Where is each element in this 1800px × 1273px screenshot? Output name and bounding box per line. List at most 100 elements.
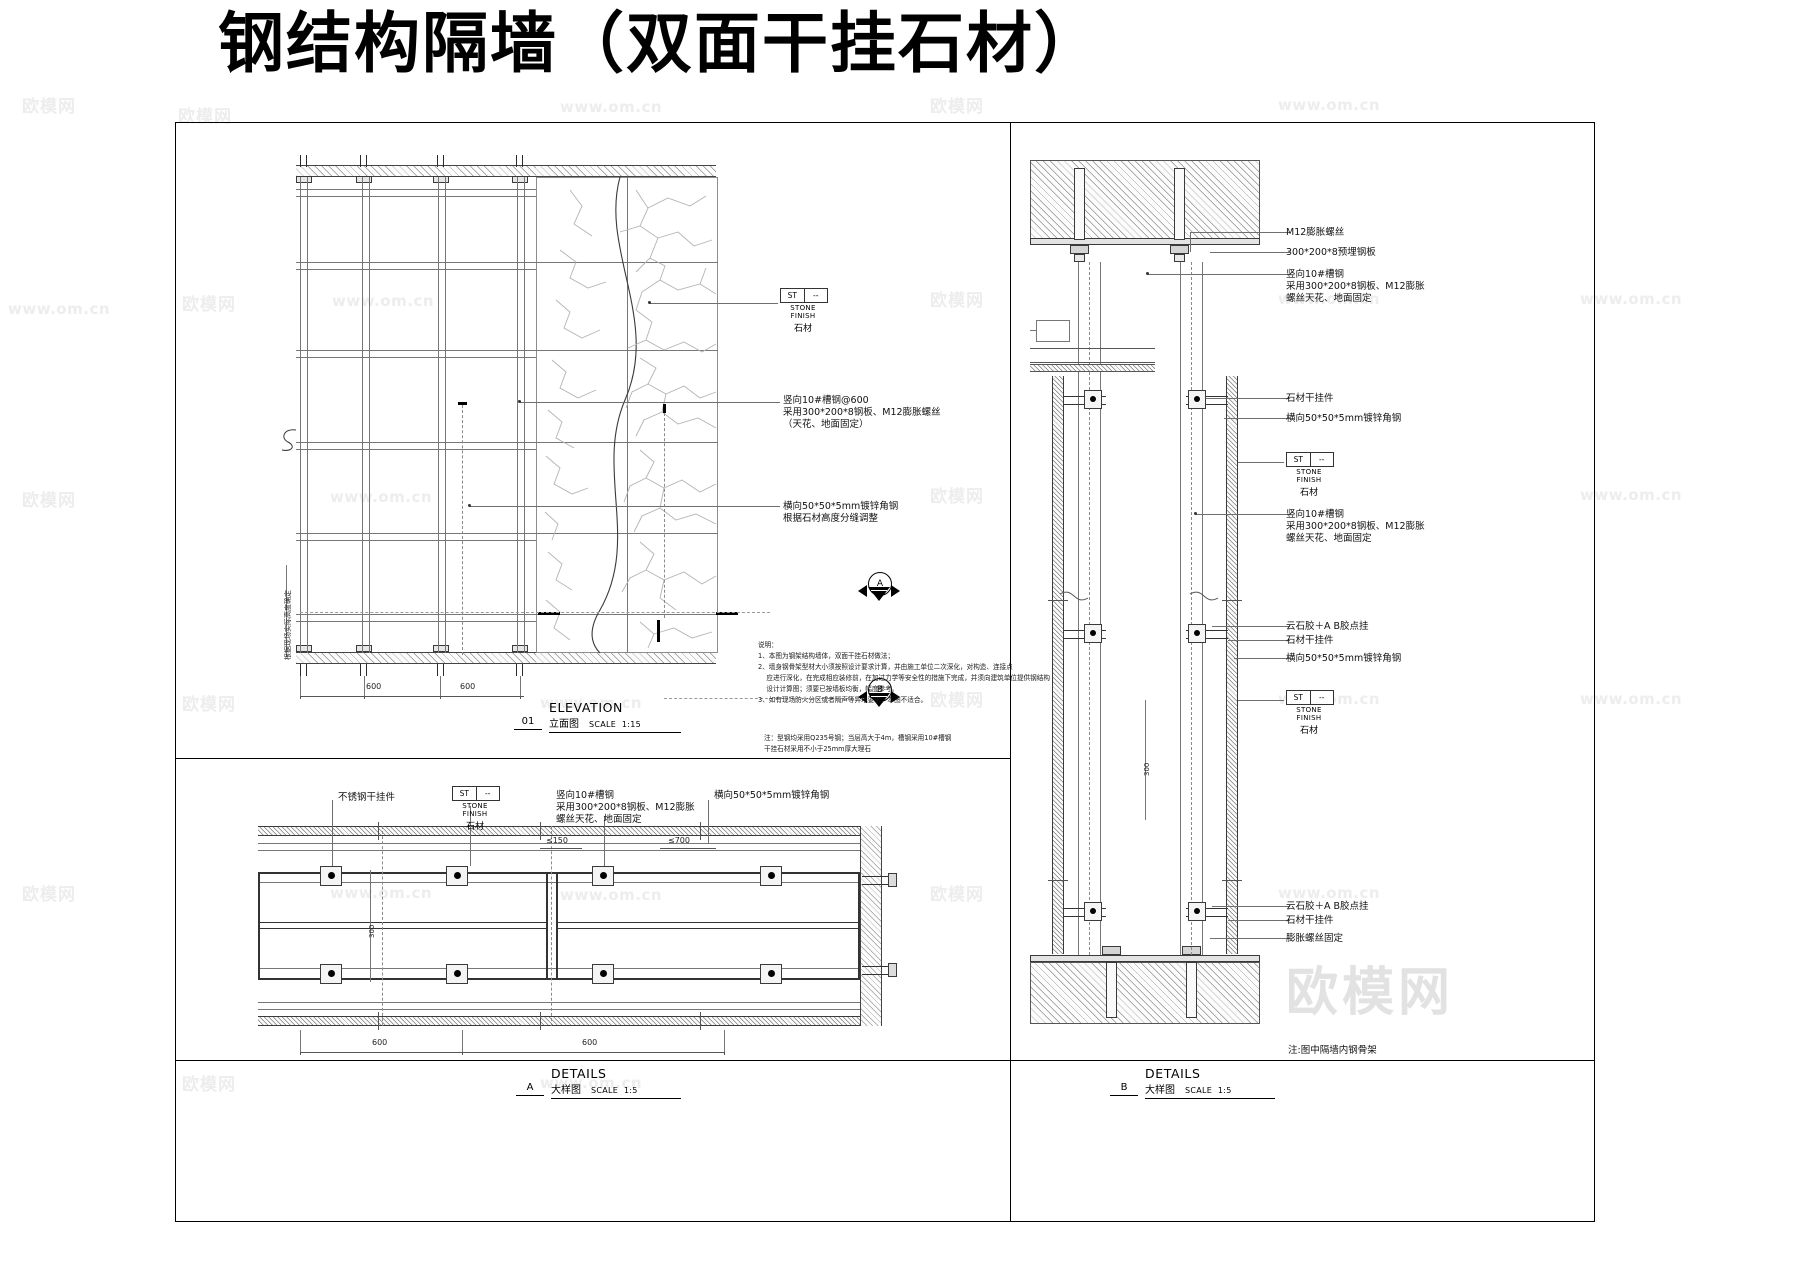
detail-b-footnote: 注:图中隔墙内钢骨架 [1288, 1045, 1377, 1056]
detail-b-name-cn: 大样图 [1145, 1085, 1175, 1096]
sheet-horizontal-divider-2 [175, 1060, 1011, 1061]
vertical-channel [445, 177, 447, 653]
horizontal-angle [296, 262, 716, 264]
page-title: 钢结构隔墙（双面干挂石材） [218, 5, 1102, 82]
section-marker-b[interactable]: B [858, 678, 900, 718]
floor-slab [296, 652, 536, 664]
annotation-vertical-channel-l3: （天花、地面固定） [783, 419, 869, 430]
channel-flange-bottom [258, 978, 860, 980]
vertical-channel [524, 177, 526, 653]
floor-slab-right [536, 652, 716, 664]
horizontal-angle [296, 449, 716, 451]
annotation-b-expansion-bolt-bottom: 膨胀螺丝固定 [1286, 933, 1344, 944]
annotation-b-vertical-channel-mid-l3: 螺丝天花、地面固定 [1286, 533, 1372, 544]
angle-run-lower-2 [258, 1009, 860, 1011]
annotation-a-vertical-channel-l2: 采用300*200*8钢板、M12膨胀 [556, 802, 695, 813]
material-tag-dash: -- [813, 291, 819, 300]
expansion-bolt [1174, 168, 1185, 240]
annotation-a-horizontal-angle: 横向50*50*5mm镀锌角钢 [714, 790, 830, 801]
dimension-600-detail-a-2: 600 [582, 1038, 598, 1047]
titleblock-elevation: 01 ELEVATION 立面图 SCALE 1:15 [514, 700, 681, 733]
material-tag-en: STONE FINISH [462, 802, 488, 818]
elevation-name-cn: 立面图 [549, 719, 579, 730]
vertical-channel [369, 177, 371, 653]
titleblock-detail-a: A DETAILS 大样图 SCALE 1:5 [516, 1066, 681, 1099]
stone-skin-right [1226, 376, 1238, 954]
dimension-600-a: 600 [366, 682, 382, 691]
detail-b-name-en: DETAILS [1145, 1066, 1201, 1081]
annotation-a-vertical-channel-l3: 螺丝天花、地面固定 [556, 814, 642, 825]
expansion-bolt [1186, 962, 1197, 1018]
detail-b-scale-value: 1:5 [1217, 1086, 1232, 1095]
annotation-a-vertical-channel-l1: 竖向10#槽钢 [556, 790, 615, 801]
material-tag-en: STONE FINISH [790, 304, 816, 320]
sheet-vertical-divider [1010, 122, 1011, 1222]
section-marker-a[interactable]: A [858, 572, 900, 612]
channel-web-3 [556, 922, 860, 924]
vertical-channel [307, 177, 309, 653]
annotation-b-glue-point-1: 云石胶＋A B胶点挂 [1286, 621, 1369, 632]
ceiling-fixing [1036, 320, 1070, 342]
expansion-bolt [1074, 168, 1085, 240]
embedded-steel-plate-floor [1030, 955, 1260, 962]
annotation-b-m12-bolt: M12膨胀螺丝 [1286, 227, 1345, 238]
annotation-b-vertical-channel-top-l1: 竖向10#槽钢 [1286, 269, 1345, 280]
annotation-vertical-channel-l1: 竖向10#槽钢@600 [783, 395, 869, 406]
material-tag-dash: -- [485, 789, 491, 798]
anchor-plate [512, 176, 528, 183]
angle-run-upper-2 [258, 850, 860, 852]
expansion-bolt [1106, 962, 1117, 1018]
material-tag-stone: ST -- STONE FINISH 石材 [780, 288, 828, 334]
annotation-b-stone-hanger-1: 石材干挂件 [1286, 393, 1334, 404]
ceiling-slab [296, 165, 536, 177]
floor-structure [1030, 962, 1260, 1024]
material-tag-code: ST [453, 787, 477, 800]
embedded-steel-plate [1030, 238, 1260, 245]
bolt-nut [1170, 245, 1189, 254]
detail-a-name-cn: 大样图 [551, 1085, 581, 1096]
material-tag-stone-detail-b-2: ST -- STONE FINISH 石材 [1286, 690, 1334, 736]
dimension-le150: ≤150 [546, 836, 568, 845]
annotation-b-glue-point-2: 云石胶＋A B胶点挂 [1286, 901, 1369, 912]
anchor-plate [296, 176, 312, 183]
annotation-b-vertical-channel-top-l2: 采用300*200*8钢板、M12膨胀 [1286, 281, 1425, 292]
dimension-600-b: 600 [460, 682, 476, 691]
annotation-horizontal-angle-l2: 根据石材高度分缝调整 [783, 513, 879, 524]
vertical-channel-right-2 [1202, 262, 1204, 955]
annotation-horizontal-angle-l1: 横向50*50*5mm镀锌角钢 [783, 501, 899, 512]
detail-b-letter: B [1110, 1082, 1138, 1096]
elevation-scale-value: 1:15 [621, 720, 642, 729]
material-tag-code: ST [1287, 691, 1311, 704]
channel-web-4 [556, 928, 860, 930]
note-line-3: 应进行深化，在完成相应装修前，在加过力学等安全性的措施下完成，并须向建筑单位提供… [758, 674, 1050, 682]
material-tag-dash: -- [1319, 693, 1325, 702]
annotation-b-embedded-plate: 300*200*8预埋钢板 [1286, 247, 1376, 258]
vertical-channel [300, 177, 302, 653]
material-tag-dash: -- [1319, 455, 1325, 464]
material-tag-en: STONE FINISH [1296, 468, 1322, 484]
detail-a-scale-label: SCALE [591, 1086, 619, 1095]
stone-skin-lower [258, 1016, 860, 1026]
elevation-footnote-2: 干挂石材采用不小于25mm厚大理石 [764, 745, 871, 753]
material-tag-stone-detail-b-1: ST -- STONE FINISH 石材 [1286, 452, 1334, 498]
annotation-b-horizontal-angle-1: 横向50*50*5mm镀锌角钢 [1286, 413, 1402, 424]
annotation-b-stone-hanger-2: 石材干挂件 [1286, 635, 1334, 646]
stone-skin-left [1052, 376, 1064, 954]
material-tag-code: ST [781, 289, 805, 302]
vertical-channel [362, 177, 364, 653]
horizontal-angle [296, 357, 716, 359]
vertical-channel [517, 177, 519, 653]
stone-skin-upper [258, 826, 860, 836]
notes-title: 说明： [758, 641, 778, 649]
vertical-channel [438, 177, 440, 653]
ceiling-structure [1030, 160, 1260, 242]
elevation-scale-label: SCALE [589, 720, 617, 729]
elevation-name-en: ELEVATION [549, 700, 624, 715]
horizontal-angle [296, 269, 716, 271]
vertical-channel-left-2 [1100, 262, 1102, 955]
note-line-5: 3、如有现场防火分区或者隔声等异地要求，本图不适合。 [758, 696, 928, 704]
titleblock-detail-b: B DETAILS 大样图 SCALE 1:5 [1110, 1066, 1275, 1099]
annotation-ss-dry-hanger: 不锈钢干挂件 [338, 792, 396, 803]
horizontal-angle [296, 196, 716, 198]
